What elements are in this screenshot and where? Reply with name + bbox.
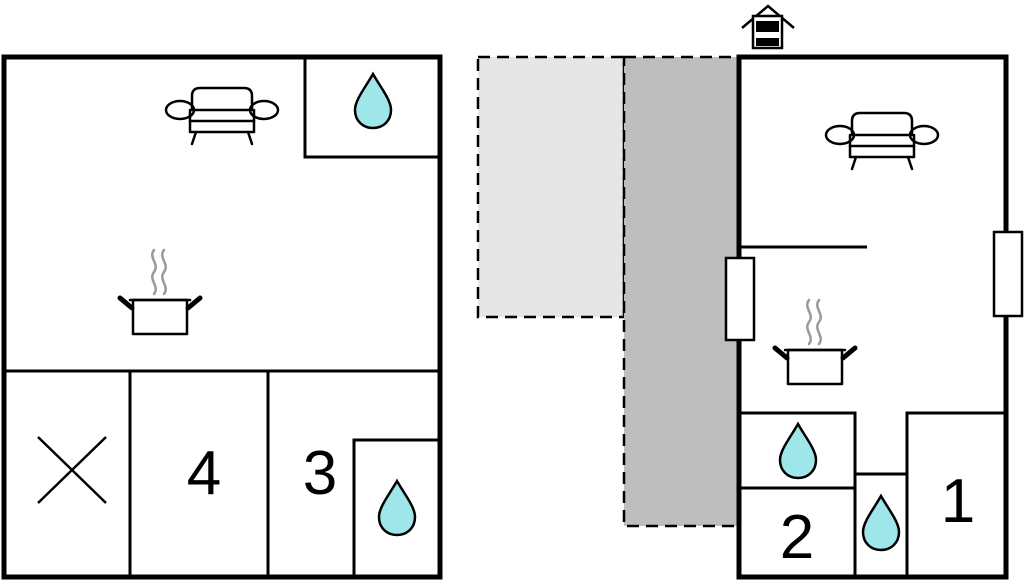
terrace [476,55,741,528]
room-number-4: 4 [187,439,221,508]
window-icon [992,230,1024,318]
water-drop-icon [377,479,417,537]
left-floor-outline [1,54,443,580]
right-room1-wall [905,411,1006,474]
room-number-1: 1 [941,467,975,536]
water-drop-icon [778,422,818,480]
water-drop-icon [353,72,393,130]
right-bath-wall [741,411,857,577]
entrance-icon [741,4,795,50]
room-number-3: 3 [303,439,337,508]
left-floor: 4 3 [1,54,443,580]
room-number-2: 2 [780,503,814,572]
left-bathroom-small-walls [352,438,440,577]
terrace-light [476,55,626,319]
sofa-icon [824,111,940,171]
terrace-dark [622,55,741,528]
window-icon [724,256,756,342]
water-drop-icon [861,494,901,552]
sofa-icon [164,86,280,146]
cross-icon [37,436,107,504]
cooking-pot-icon [120,250,200,334]
left-bathroom-walls [303,57,440,159]
cooking-pot-icon [775,300,855,384]
right-floor: 2 1 [724,4,1024,580]
